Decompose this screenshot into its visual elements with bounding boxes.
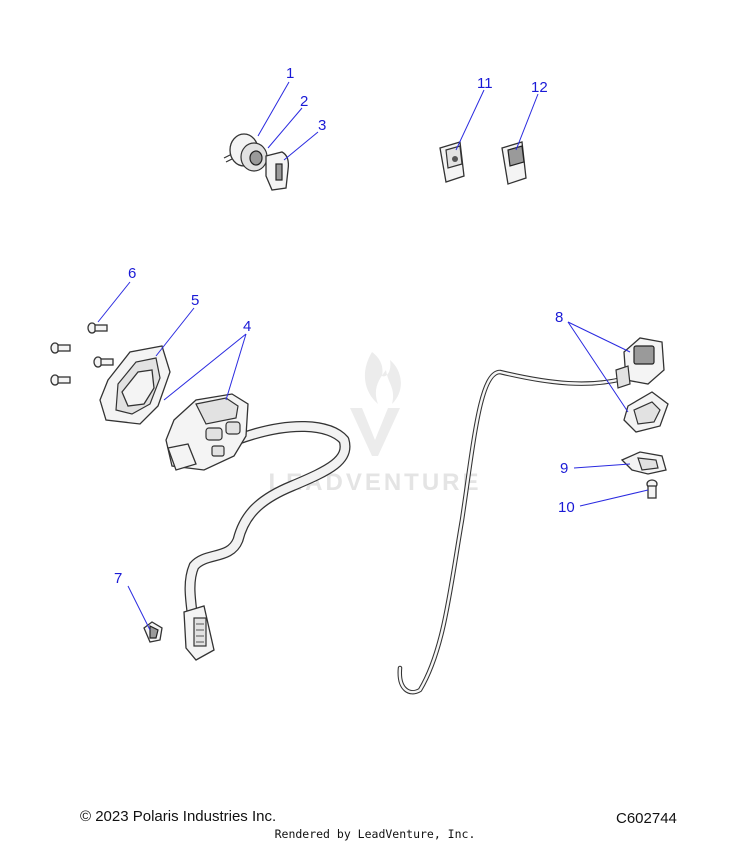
callouts: 1 2 3 4 5 6 7 8 9 10 11 12 (114, 65, 575, 587)
screw (50, 342, 71, 354)
screw-set-6 (50, 322, 114, 386)
leader-lines (97, 81, 649, 631)
rendered-by-text: Rendered by LeadVenture, Inc. (274, 827, 476, 841)
diagram-id: C602744 (616, 810, 677, 827)
rocker-switch-12 (501, 141, 527, 185)
callout-10: 10 (558, 499, 575, 516)
clip-7 (143, 621, 163, 643)
screw (50, 374, 71, 386)
callout-3: 3 (318, 117, 326, 134)
handlebar-control-4 (165, 393, 351, 661)
callout-9: 9 (560, 460, 568, 477)
callout-1: 1 (286, 65, 294, 82)
screw (93, 356, 114, 368)
copyright-text: © 2023 Polaris Industries Inc. (80, 808, 277, 825)
bracket-9 (620, 451, 667, 475)
callout-4: 4 (243, 318, 251, 335)
watermark-flame-icon (364, 352, 401, 404)
callout-8: 8 (555, 309, 563, 326)
rocker-switch-11 (439, 141, 465, 183)
screw (87, 322, 108, 334)
accessory-switch-8 (397, 337, 669, 695)
watermark-v-icon (350, 408, 400, 456)
ignition-switch (223, 133, 290, 191)
callout-7: 7 (114, 570, 122, 587)
callout-6: 6 (128, 265, 136, 282)
bolt-10 (646, 479, 658, 499)
callout-2: 2 (300, 93, 308, 110)
callout-11: 11 (477, 75, 493, 92)
callout-5: 5 (191, 292, 199, 309)
callout-12: 12 (531, 79, 548, 96)
switch-cover-5 (99, 345, 171, 425)
